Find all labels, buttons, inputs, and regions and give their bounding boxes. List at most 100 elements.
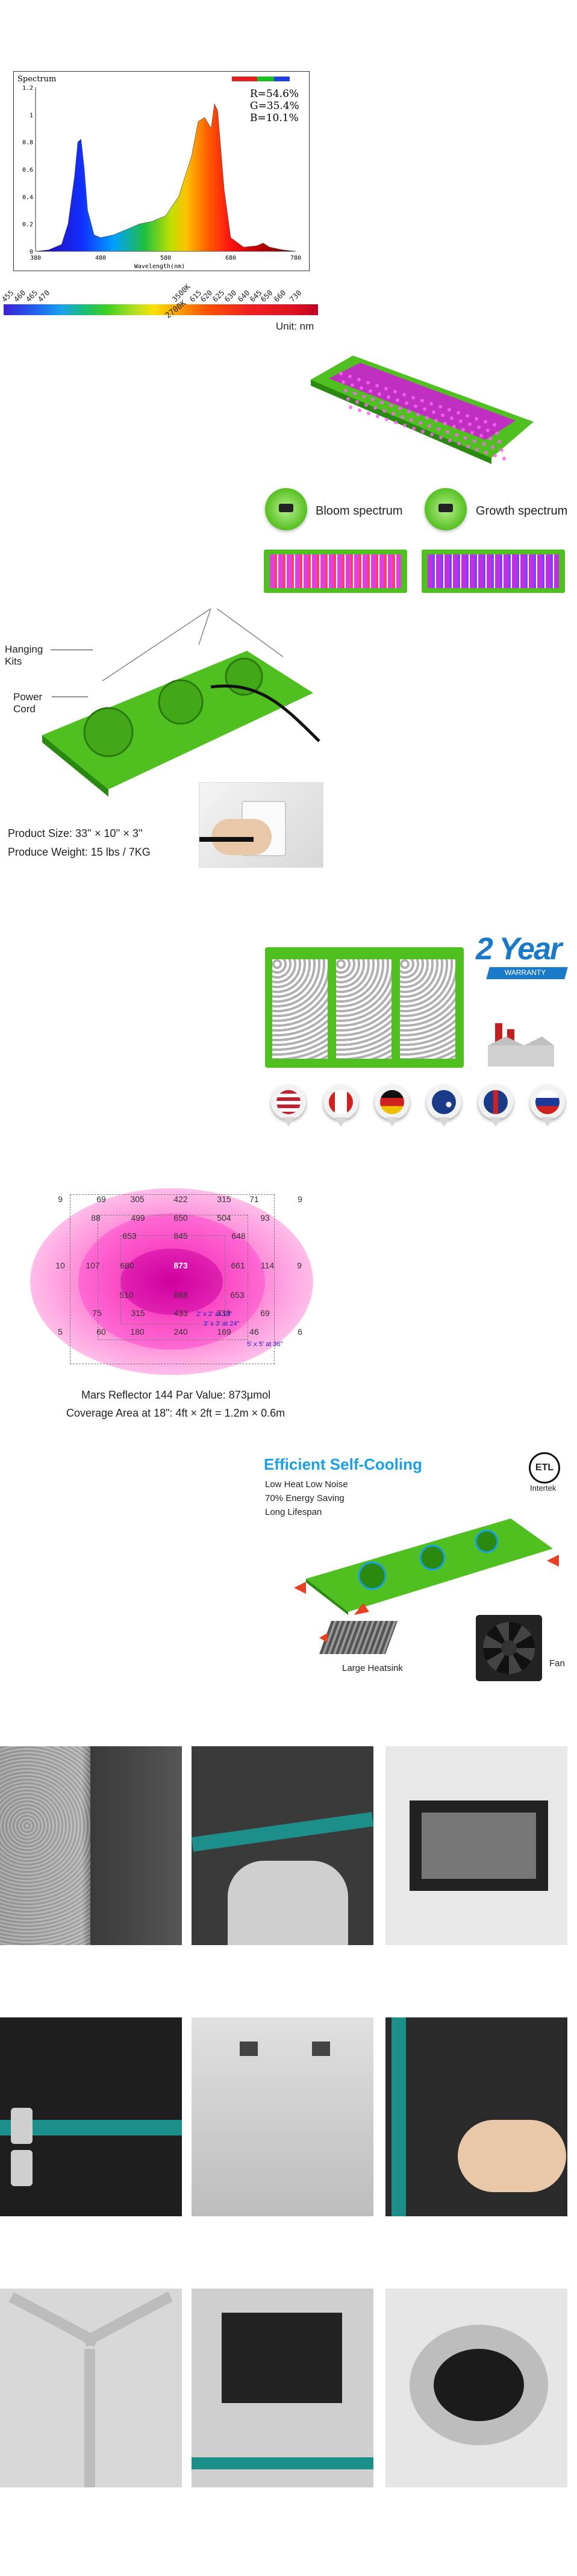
led-dot <box>470 431 474 434</box>
tent-tie-strap-photo <box>192 1746 373 1945</box>
hanging-panel-photo <box>30 609 331 801</box>
led-dot <box>410 418 413 422</box>
led-dot <box>457 411 460 415</box>
led-dot <box>493 454 497 457</box>
led-dot <box>468 422 472 426</box>
ppfd-value: 9 <box>298 1194 302 1204</box>
fan-photo <box>476 1615 542 1681</box>
led-dot <box>421 430 425 433</box>
y-tick-label: 0.6 <box>22 167 33 174</box>
led-dot <box>393 390 397 393</box>
legend-b: B=10.1% <box>250 112 299 124</box>
large-heatsink-label: Large Heatsink <box>342 1663 403 1673</box>
led-dot <box>349 406 352 409</box>
ppfd-value: 873 <box>173 1261 188 1270</box>
led-dot <box>430 433 434 436</box>
y-tick-label: 0.4 <box>22 194 33 201</box>
led-dot <box>403 424 407 427</box>
product-weight-text: Produce Weight: 15 lbs / 7KG <box>8 846 151 858</box>
led-dot <box>385 418 388 421</box>
led-dot <box>491 445 494 449</box>
led-dot <box>475 417 478 421</box>
ppfd-value: 648 <box>231 1231 246 1241</box>
germany-flag-icon <box>375 1085 410 1120</box>
russia-flag-icon <box>530 1085 565 1120</box>
cooling-panel-photo <box>294 1512 559 1615</box>
led-dot <box>455 433 458 437</box>
ppfd-value: 9 <box>297 1261 302 1270</box>
led-dot <box>398 407 402 410</box>
led-dot <box>466 445 470 448</box>
unit-label: Unit: nm <box>276 321 314 332</box>
map-pin-tail <box>386 1117 398 1127</box>
led-dot <box>380 401 384 404</box>
uk-flag-icon <box>478 1085 513 1120</box>
ppfd-value: 93 <box>260 1213 270 1223</box>
wavelength-color-bar <box>4 304 318 315</box>
ppfd-grid-inner <box>120 1235 225 1324</box>
legend-red-bar <box>232 77 257 81</box>
ppfd-value: 9 <box>58 1194 63 1204</box>
led-panel-angled-photo <box>305 356 534 464</box>
ppfd-value: 46 <box>249 1327 259 1337</box>
bloom-switch-icon <box>279 504 293 512</box>
led-dot <box>420 399 424 403</box>
ppfd-value: 653 <box>230 1290 245 1300</box>
ppfd-value: 69 <box>260 1308 270 1318</box>
led-dot <box>407 410 411 413</box>
led-dot <box>502 457 506 460</box>
grid-c-label: 5' x 5' at 36" <box>247 1341 283 1348</box>
led-dot <box>342 380 345 384</box>
map-pin-tail <box>541 1117 554 1127</box>
ppfd-value: 180 <box>130 1327 145 1337</box>
led-dot <box>448 439 452 442</box>
led-dot <box>391 412 395 416</box>
led-dot <box>429 402 433 406</box>
led-dot <box>438 405 442 409</box>
x-tick-label: 680 <box>225 255 236 262</box>
led-dot <box>344 389 348 392</box>
growth-switch-icon <box>438 504 453 512</box>
legend-green-bar <box>257 77 274 81</box>
led-dot <box>412 427 416 430</box>
ppfd-value: 88 <box>91 1213 101 1223</box>
led-dot <box>473 439 476 443</box>
led-dot <box>389 404 393 407</box>
ppfd-value: 5 <box>58 1327 63 1337</box>
etl-badge: ETL <box>529 1452 560 1484</box>
par-value-text: Mars Reflector 144 Par Value: 873μmol <box>81 1389 271 1401</box>
led-dot <box>450 416 454 420</box>
ppfd-value: 333 <box>216 1308 231 1318</box>
ppfd-value: 661 <box>231 1261 245 1270</box>
led-dot <box>461 428 465 431</box>
led-dot <box>369 389 372 393</box>
led-dot <box>500 448 504 452</box>
led-dot <box>464 436 467 440</box>
y-tick-label: 0.8 <box>22 140 33 146</box>
led-dot <box>414 404 417 408</box>
led-dot <box>497 440 501 443</box>
intertek-label: Intertek <box>530 1484 557 1493</box>
tent-window-photo <box>385 1746 567 1945</box>
ppfd-value: 240 <box>173 1327 188 1337</box>
led-dot <box>484 420 487 424</box>
y-tick-label: 0 <box>30 249 33 255</box>
ppfd-value: 169 <box>217 1327 231 1337</box>
led-dot <box>482 442 485 446</box>
grid-b-label: 3' x 3' at 24" <box>204 1320 240 1327</box>
led-dot <box>382 409 386 413</box>
tent-corner-frame-photo <box>0 2289 182 2487</box>
map-pin-tail <box>490 1117 502 1127</box>
plug-photo <box>199 782 323 868</box>
led-dot <box>411 396 415 400</box>
led-dot <box>351 383 354 387</box>
ppfd-value: 422 <box>173 1194 188 1204</box>
canada-flag-icon <box>323 1085 358 1120</box>
ppfd-value: 60 <box>96 1327 106 1337</box>
led-dot <box>348 375 352 378</box>
led-dot <box>401 415 404 419</box>
led-dot <box>493 423 496 427</box>
x-axis-label: Wavelength(nm) <box>134 263 185 270</box>
usa-flag-icon <box>271 1085 306 1120</box>
